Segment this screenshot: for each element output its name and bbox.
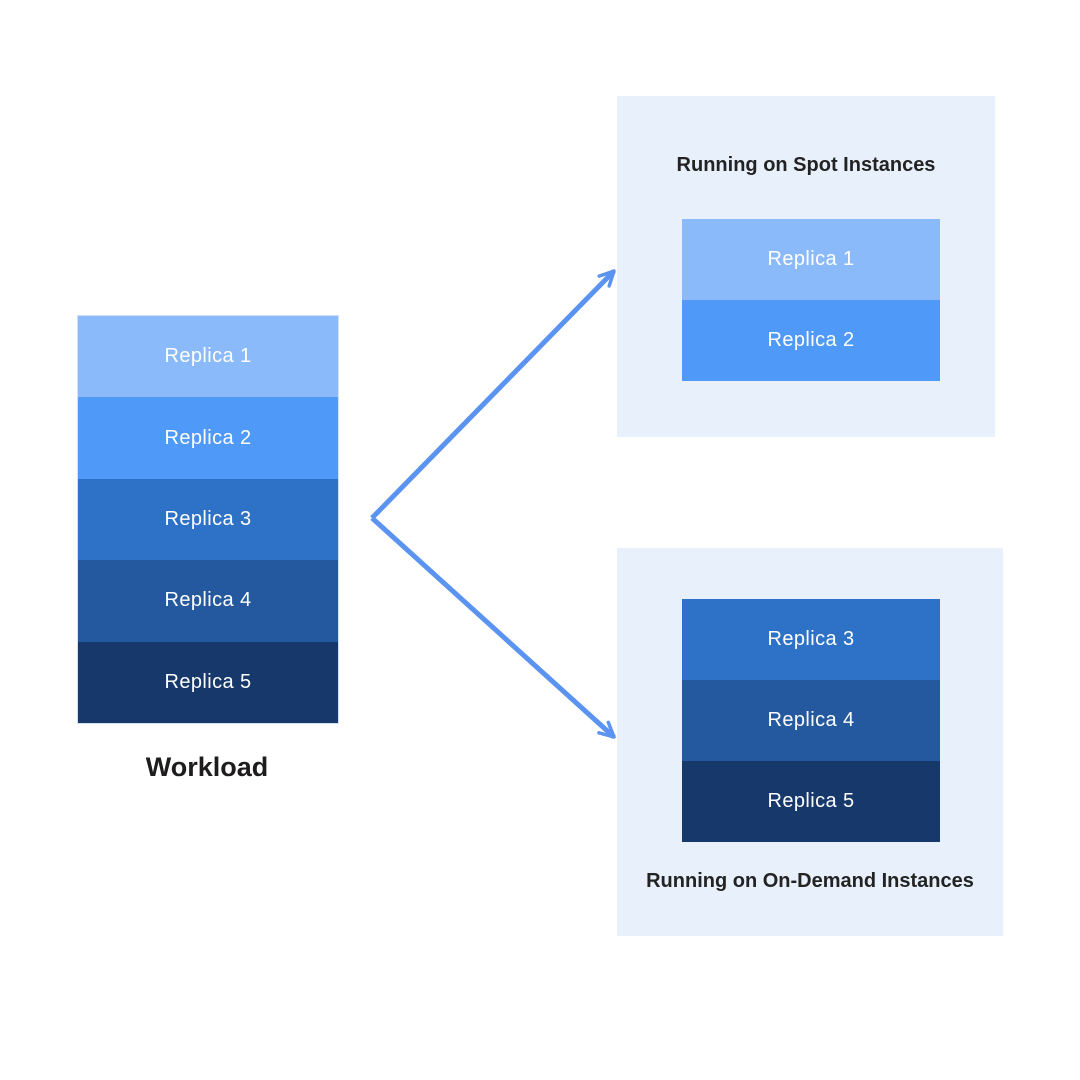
replica-block-replica-2: Replica 2 — [78, 397, 338, 479]
spot-panel-title: Running on Spot Instances — [676, 154, 936, 176]
arrow-to-ondemand-panel — [370, 516, 616, 739]
replica-label: Replica 1 — [767, 248, 855, 270]
workload-caption: Workload — [145, 752, 269, 782]
replica-label: Replica 3 — [767, 628, 855, 650]
replica-block-replica-1: Replica 1 — [682, 219, 940, 300]
replica-label: Replica 5 — [767, 790, 855, 812]
replica-label: Replica 4 — [767, 709, 855, 731]
spot-replica-stack: Replica 1 Replica 2 — [682, 219, 940, 381]
replica-block-replica-2: Replica 2 — [682, 300, 940, 381]
replica-label: Replica 2 — [164, 426, 252, 449]
replica-block-replica-4: Replica 4 — [682, 680, 940, 761]
workload-stack: Replica 1 Replica 2 Replica 3 Replica 4 Repl… — [77, 315, 339, 724]
replica-block-replica-3: Replica 3 — [682, 599, 940, 680]
replica-block-replica-4: Replica 4 — [78, 560, 338, 642]
replica-label: Replica 1 — [164, 345, 252, 368]
replica-block-replica-1: Replica 1 — [78, 316, 338, 398]
replica-label: Replica 3 — [164, 508, 252, 531]
ondemand-replica-stack: Replica 3 Replica 4 Replica 5 — [682, 599, 940, 842]
ondemand-panel-title: Running on On-Demand Instances — [646, 870, 974, 892]
ondemand-instances-panel: Replica 3 Replica 4 Replica 5 Running on O… — [617, 548, 1003, 936]
arrow-to-spot-panel — [370, 269, 616, 520]
replica-label: Replica 5 — [164, 670, 252, 693]
replica-block-replica-5: Replica 5 — [78, 641, 338, 724]
replica-block-replica-5: Replica 5 — [682, 761, 940, 842]
replica-label: Replica 4 — [164, 589, 252, 612]
replica-block-replica-3: Replica 3 — [78, 478, 338, 561]
replica-label: Replica 2 — [767, 329, 855, 351]
